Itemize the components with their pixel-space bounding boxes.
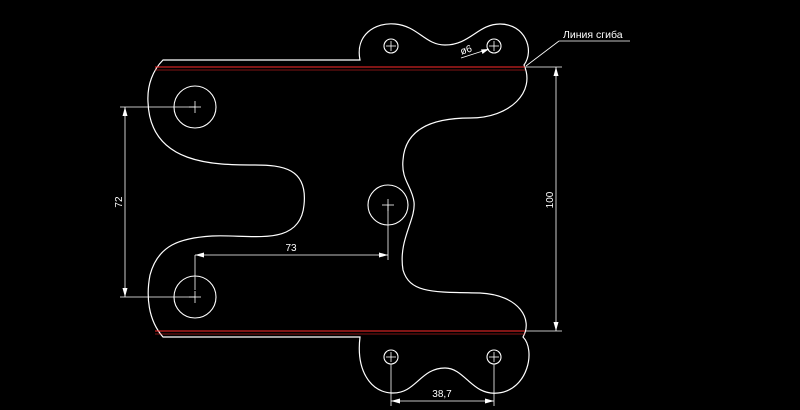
hole-tab-bottom-left (383, 349, 399, 365)
dimension-73-text: 73 (285, 243, 297, 254)
dimension-overall-height: 100 (525, 66, 562, 332)
dimension-38-7-text: 38,7 (432, 389, 452, 400)
dimension-100-text: 100 (545, 191, 556, 208)
hole-tab-top-right (486, 38, 502, 54)
part-outline (147, 23, 530, 394)
hole-tab-top-left (383, 38, 399, 54)
dimension-small-hole-diameter: ø6 (459, 43, 490, 59)
dimension-diameter-text: ø6 (459, 43, 474, 57)
hole-tab-bottom-right (486, 349, 502, 365)
dimension-72-text: 72 (114, 196, 125, 208)
dimension-tab-hole-spacing: 38,7 (390, 364, 495, 406)
bend-line-label: Линия сгиба (563, 29, 623, 41)
dimension-horizontal-center-offset: 73 (194, 205, 389, 290)
bend-line-callout: Линия сгиба (525, 29, 630, 67)
dimension-vertical-hole-spacing: 72 (114, 106, 195, 298)
